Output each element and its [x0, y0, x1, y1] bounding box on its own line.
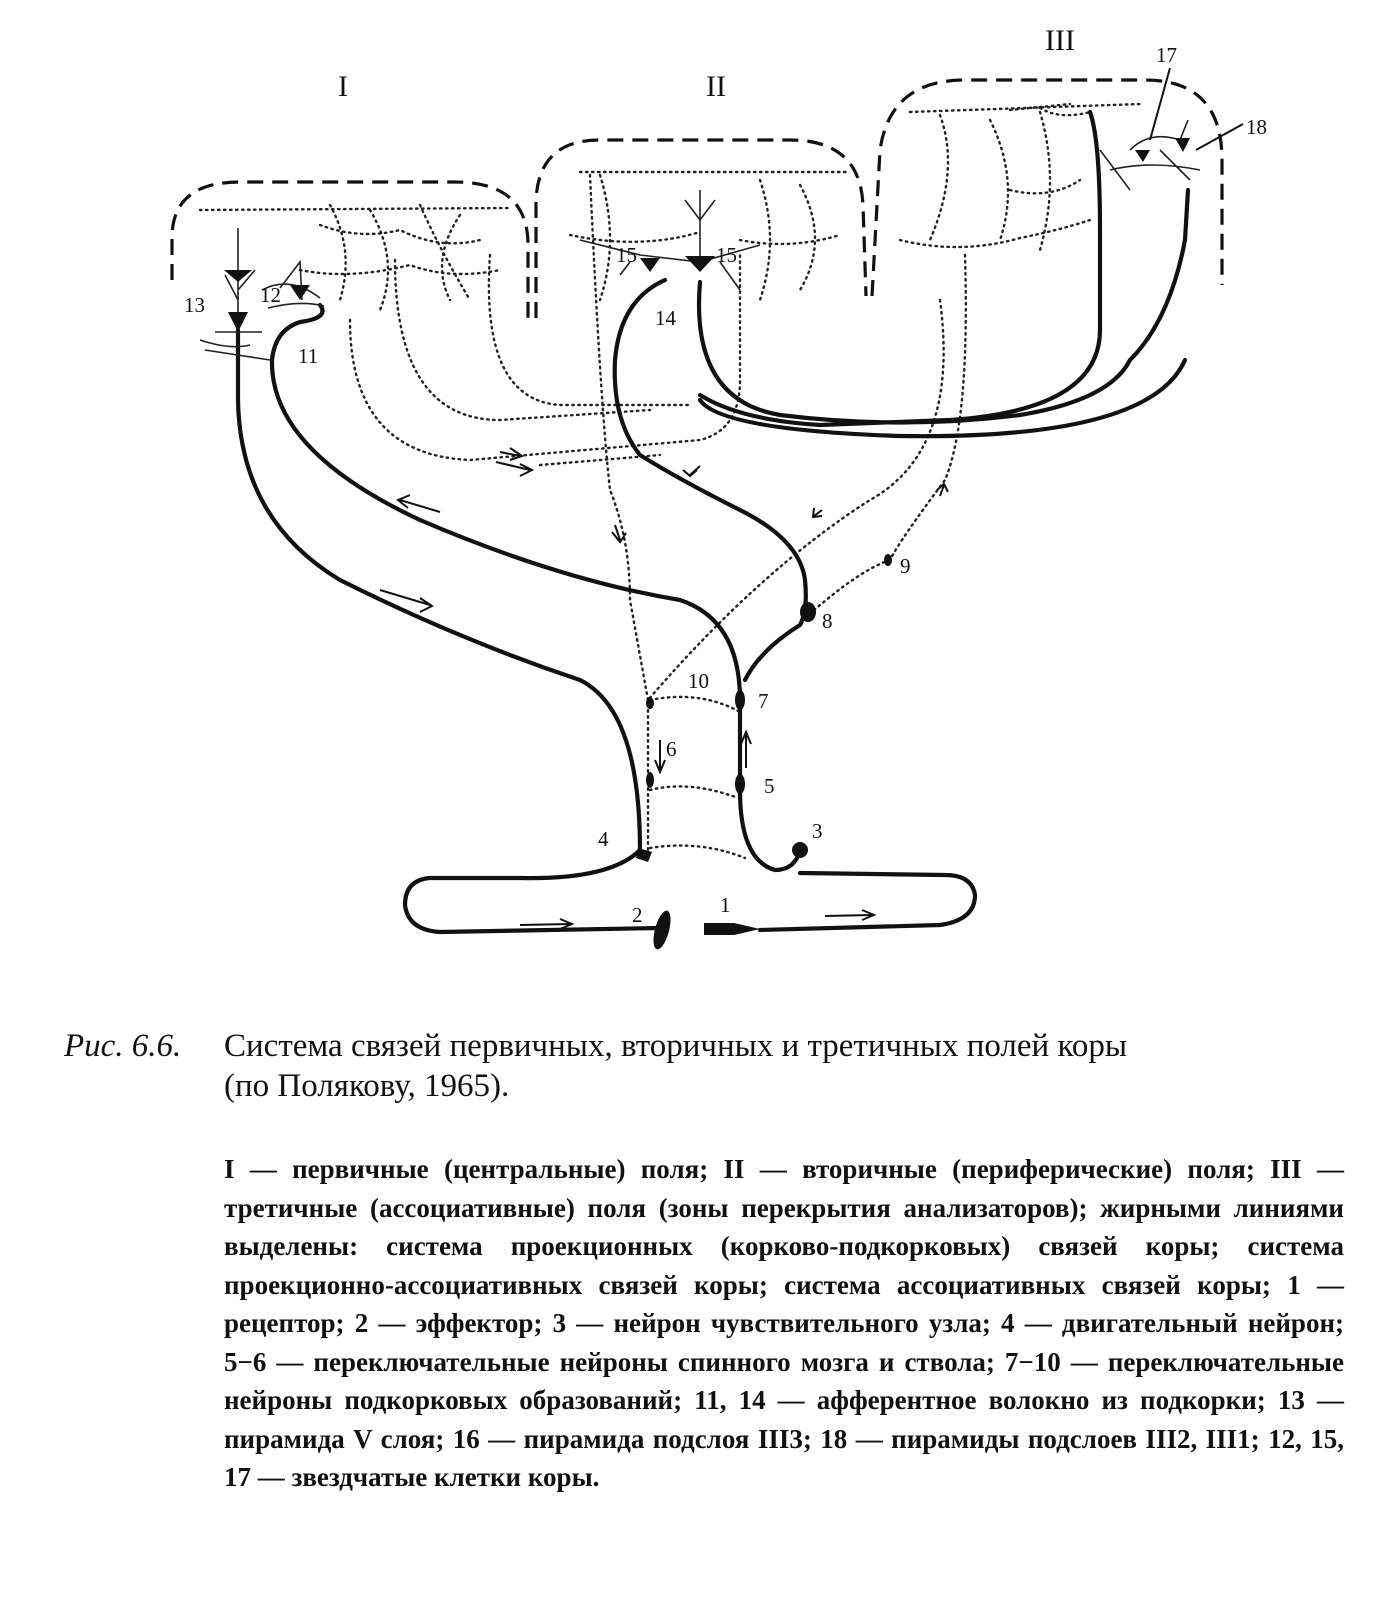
label-8: 8	[822, 609, 833, 633]
caption-label: Рис. 6.6.	[64, 1028, 182, 1064]
switch-neuron-9	[884, 554, 892, 566]
label-field-I: I	[338, 70, 348, 103]
caption-title-line2: (по Полякову, 1965).	[224, 1068, 510, 1104]
label-9: 9	[900, 554, 911, 578]
switch-neuron-10	[646, 697, 654, 709]
label-15-left: 15	[616, 243, 637, 267]
label-15-right: 15	[716, 243, 737, 267]
dotted-pathways	[348, 173, 968, 860]
caption-title-row: Рис. 6.6. Система связей первичных, втори…	[64, 1026, 1354, 1066]
motor-neuron-4	[636, 848, 652, 862]
label-6: 6	[666, 737, 677, 761]
receptor-1	[704, 923, 734, 935]
dotted-plexus	[198, 102, 1142, 312]
label-3: 3	[812, 819, 823, 843]
caption-legend: I — первичные (центральные) поля; II — в…	[224, 1154, 1344, 1492]
label-14: 14	[655, 306, 677, 330]
neural-connections-diagram: I II III 1 2 3 4 5 6 7 8 9 10 11 12 13 1…	[170, 24, 1267, 950]
cortical-cells	[199, 119, 1201, 361]
pointer-18	[1195, 123, 1244, 151]
label-18: 18	[1246, 115, 1267, 139]
switch-neuron-8	[800, 602, 816, 622]
label-11: 11	[298, 344, 318, 368]
label-13: 13	[184, 293, 205, 317]
label-17: 17	[1156, 43, 1177, 67]
arrows	[379, 447, 949, 930]
label-1: 1	[720, 893, 731, 917]
caption-title-line1: Система связей первичных, вторичных и тр…	[224, 1028, 1127, 1064]
label-7: 7	[758, 689, 769, 713]
sensory-neuron-3	[792, 842, 808, 858]
pointer-17	[1149, 67, 1171, 141]
label-10: 10	[688, 669, 709, 693]
figure-caption: Рис. 6.6. Система связей первичных, втори…	[64, 1026, 1354, 1106]
solid-pathways	[235, 109, 1191, 935]
label-12: 12	[260, 283, 281, 307]
label-2: 2	[632, 903, 643, 927]
label-4: 4	[598, 827, 609, 851]
label-5: 5	[764, 774, 775, 798]
neuron-bodies	[636, 554, 892, 950]
switch-neuron-7	[735, 690, 745, 710]
switch-neuron-5	[735, 774, 745, 794]
switch-neuron-6	[646, 772, 654, 788]
label-field-II: II	[706, 70, 726, 103]
cortex-outline	[170, 78, 1224, 318]
label-field-III: III	[1045, 24, 1075, 57]
effector-2	[653, 910, 671, 950]
